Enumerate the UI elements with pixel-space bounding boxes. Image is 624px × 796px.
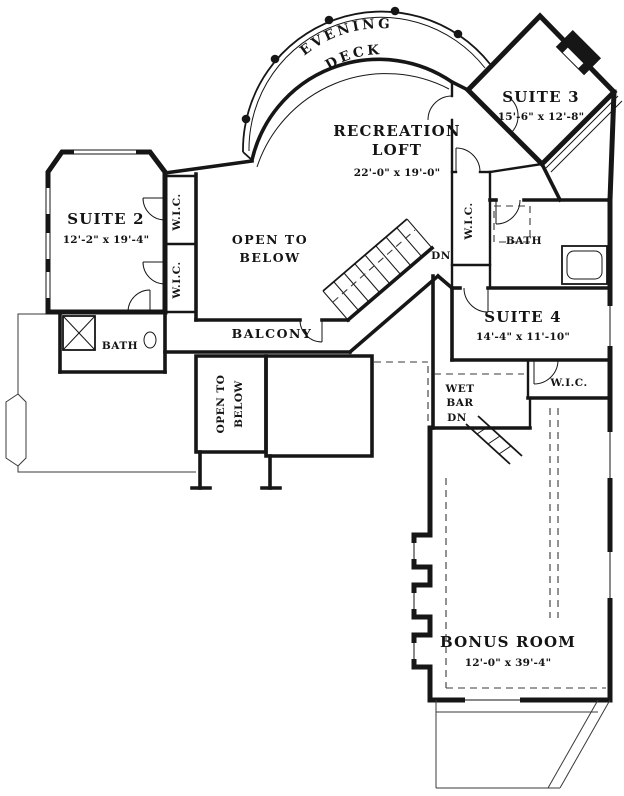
label-recreation: RECREATION bbox=[333, 122, 461, 140]
label-bath-right: BATH bbox=[506, 235, 542, 247]
deck-post bbox=[453, 29, 463, 39]
suite2-door-arc bbox=[127, 289, 151, 313]
wic-right-room: W.I.C. bbox=[450, 147, 492, 290]
label-wic-right: W.I.C. bbox=[463, 202, 475, 240]
label-suite-4-dims: 14'-4" x 11'-10" bbox=[476, 331, 570, 343]
label-wic-left-upper: W.I.C. bbox=[171, 193, 183, 231]
label-wic-suite4: W.I.C. bbox=[549, 377, 587, 389]
label-loft-dims: 22'-0" x 19'-0" bbox=[354, 167, 441, 179]
suite3-door-arc bbox=[510, 98, 519, 134]
label-balcony: BALCONY bbox=[232, 326, 313, 341]
label-dn-wet-bar: DN bbox=[447, 412, 467, 424]
balcony-strip: BALCONY bbox=[163, 273, 455, 430]
roof-outline-left bbox=[5, 313, 196, 473]
tub bbox=[561, 245, 608, 285]
main-stairs: DN bbox=[322, 218, 451, 321]
label-dn-stairs: DN bbox=[431, 250, 451, 262]
label-suite-3-dims: 15'-6" x 12'-8" bbox=[498, 111, 585, 123]
bonus-room: BONUS ROOM 12'-0" x 39'-4" bbox=[409, 396, 615, 705]
closets-left: W.I.C. W.I.C. bbox=[142, 158, 255, 322]
shower bbox=[62, 315, 96, 351]
suite4-door-arc bbox=[463, 287, 489, 313]
suite-2-room: SUITE 2 12'-2" x 19'-4" bbox=[43, 147, 168, 315]
balcony-door-arc bbox=[299, 319, 323, 343]
label-open-below-main-1: OPEN TO bbox=[232, 232, 308, 247]
label-open-below-small-2: BELOW bbox=[233, 380, 245, 428]
label-bath-left: BATH bbox=[102, 340, 138, 352]
label-open-below-main-2: BELOW bbox=[239, 250, 300, 265]
label-bar: BAR bbox=[446, 397, 473, 409]
label-wic-left-lower: W.I.C. bbox=[171, 261, 183, 299]
lower-center-room bbox=[190, 354, 429, 490]
bath-right-room: BATH bbox=[488, 89, 617, 405]
bath-door-arc bbox=[495, 199, 521, 225]
deck-post bbox=[390, 6, 400, 16]
deck-post bbox=[241, 114, 251, 124]
label-suite-2: SUITE 2 bbox=[67, 210, 145, 228]
label-loft: LOFT bbox=[372, 141, 422, 159]
recreation-loft-room: RECREATION LOFT 22'-0" x 19'-0" OPEN TO … bbox=[194, 80, 461, 343]
sink bbox=[143, 331, 157, 349]
label-bonus-room: BONUS ROOM bbox=[440, 633, 576, 651]
label-suite-2-dims: 12'-2" x 19'-4" bbox=[63, 234, 150, 246]
deck-post bbox=[324, 15, 334, 25]
wet-bar-area: WET BAR DN bbox=[434, 373, 524, 465]
wic4-door-arc bbox=[533, 359, 559, 385]
label-wet: WET bbox=[444, 383, 474, 395]
label-open-below-small-1: OPEN TO bbox=[215, 375, 227, 434]
roof-outline-bottom bbox=[435, 699, 611, 789]
bath-left-room: BATH bbox=[45, 289, 167, 374]
suite-4-room: SUITE 4 14'-4" x 11'-10" W.I.C. bbox=[450, 286, 615, 400]
label-bonus-room-dims: 12'-0" x 39'-4" bbox=[465, 657, 552, 669]
deck-post bbox=[270, 54, 280, 64]
fireplace bbox=[555, 29, 602, 76]
loft-hall-door-arc bbox=[427, 95, 453, 121]
label-suite-3: SUITE 3 bbox=[502, 88, 580, 106]
wic-door-arc bbox=[455, 147, 481, 173]
wet-bar-stairs bbox=[465, 415, 523, 465]
label-suite-4: SUITE 4 bbox=[484, 308, 562, 326]
